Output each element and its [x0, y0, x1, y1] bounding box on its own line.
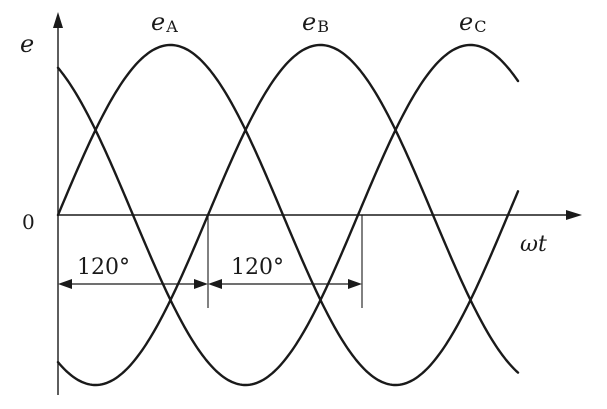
phase-gap-2: [208, 279, 362, 289]
y-axis-label: e: [20, 30, 34, 58]
curve-label-e-c-sub: C: [474, 17, 486, 36]
curve-label-e-a-sub: A: [165, 17, 178, 36]
curve-e-a: [56, 43, 520, 387]
x-axis-arrowhead: [566, 210, 582, 220]
phase-gap-2-label: 120°: [231, 255, 284, 280]
curve-e-c: [56, 43, 520, 387]
curve-label-e-c-main: e: [459, 8, 473, 36]
phase-gap-2-arrow-right: [348, 279, 362, 289]
phase-gap-1-arrow-left: [58, 279, 72, 289]
curve-label-e-a-main: e: [151, 8, 165, 36]
y-axis-arrowhead: [53, 12, 63, 28]
phase-gap-2-arrow-left: [208, 279, 222, 289]
curve-label-e-b-sub: B: [317, 17, 329, 36]
origin-label: 0: [22, 210, 35, 234]
curve-label-e-a: eA: [151, 8, 178, 36]
curve-label-e-b-main: e: [302, 8, 316, 36]
curve-label-e-b: eB: [302, 8, 329, 36]
x-axis-label: ωt: [520, 232, 547, 257]
curve-e-b: [56, 43, 520, 387]
phase-gap-1-arrow-right: [194, 279, 208, 289]
curve-label-e-c: eC: [459, 8, 486, 36]
phase-gap-1-label: 120°: [77, 255, 130, 280]
phase-gap-1: [58, 279, 208, 289]
